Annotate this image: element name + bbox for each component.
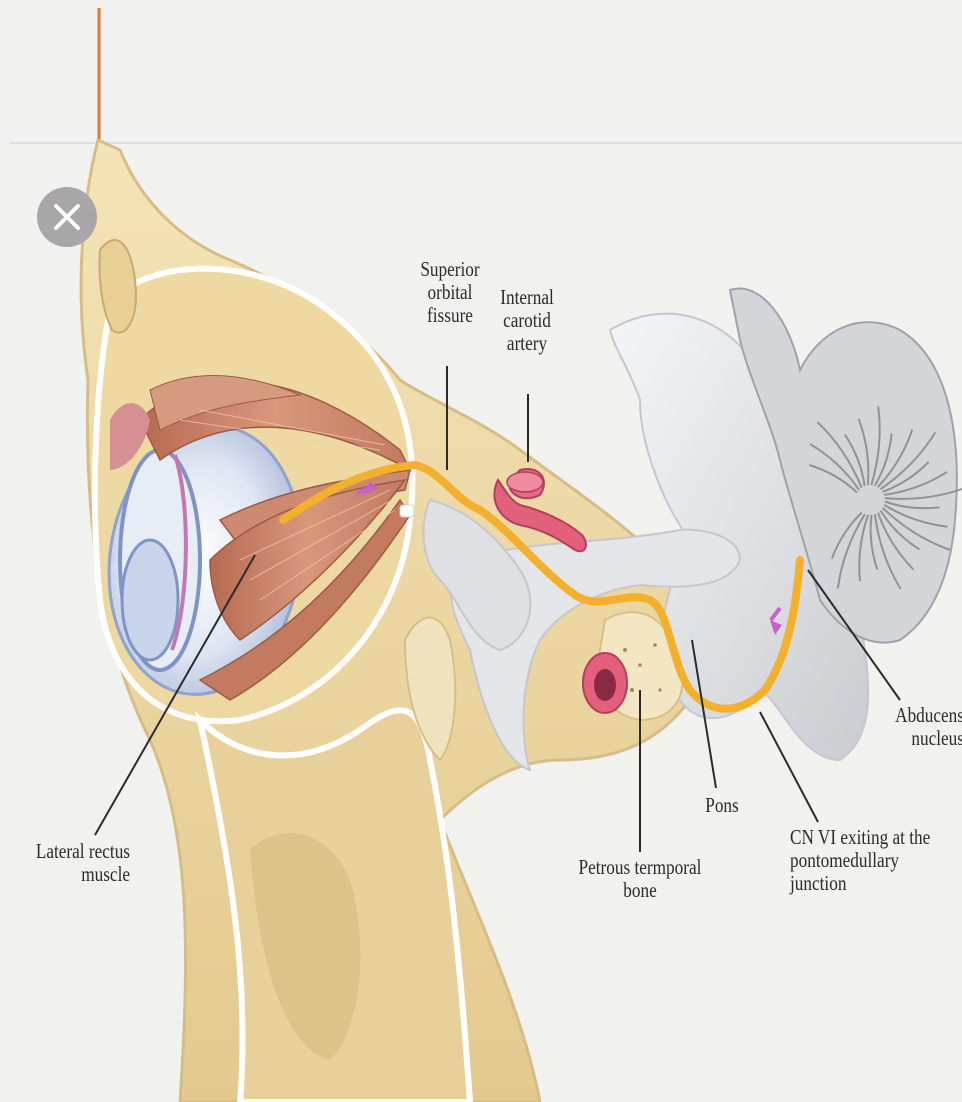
close-button[interactable] xyxy=(37,187,97,247)
label-lateral-rectus-muscle: Lateral rectus muscle xyxy=(23,840,130,886)
close-x-icon xyxy=(37,187,97,247)
label-cn-vi-exiting: CN VI exiting at the pontomedullary junc… xyxy=(790,826,931,895)
label-superior-orbital-fissure: Superior orbital fissure xyxy=(417,258,483,327)
label-petrous-temporal-bone: Petrous termporal bone xyxy=(574,856,705,902)
label-pons: Pons xyxy=(699,794,745,817)
label-abducens-nucleus: Abducens nucleus xyxy=(885,704,962,750)
canal-marker xyxy=(400,505,414,517)
label-internal-carotid-artery: Internal carotid artery xyxy=(498,286,555,355)
